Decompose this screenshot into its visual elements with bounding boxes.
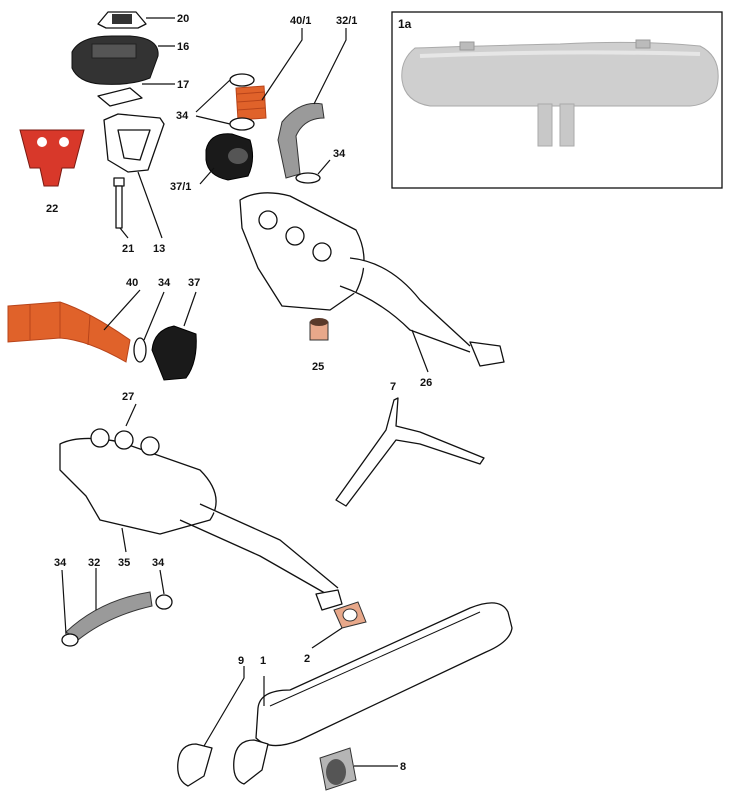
- callout-34b: 34: [333, 148, 346, 160]
- callout-21: 21: [122, 243, 134, 255]
- part-32-1-flex-hose: 32/1 34: [277, 15, 357, 184]
- part-35-heat-exchanger-left: 27 35: [59, 391, 343, 611]
- part-22-red-bracket: 22: [19, 129, 85, 215]
- callout-37-1: 37/1: [170, 181, 191, 193]
- inset-label: 1a: [398, 17, 412, 31]
- callout-17: 17: [177, 79, 189, 91]
- callout-34d: 34: [54, 557, 67, 569]
- part-37-black-elbow: 37: [151, 277, 200, 381]
- part-40-orange-hose: 40: [7, 277, 141, 363]
- callout-1: 1: [260, 655, 266, 667]
- callout-26: 26: [420, 377, 432, 389]
- callout-20: 20: [177, 13, 189, 25]
- callout-16: 16: [177, 41, 189, 53]
- part-21-bolt: 21: [113, 177, 134, 255]
- callout-34e: 34: [152, 557, 165, 569]
- callout-2: 2: [304, 653, 310, 665]
- callout-40-1: 40/1: [290, 15, 311, 27]
- callout-32-1: 32/1: [336, 15, 357, 27]
- part-26-heat-exchanger-right: 26: [239, 192, 505, 389]
- part-34-clamp-mid: 34: [133, 277, 171, 363]
- callout-8: 8: [400, 761, 406, 773]
- part-40-1-orange-hose: 40/1: [235, 15, 311, 121]
- callout-34a: 34: [176, 110, 189, 122]
- part-9-tailpipe: 9: [177, 655, 245, 787]
- callout-37: 37: [188, 277, 200, 289]
- callout-32: 32: [88, 557, 100, 569]
- callout-22: 22: [46, 203, 58, 215]
- part-25-nut: 25: [309, 318, 329, 373]
- part-34-clamps-upper: 34: [176, 73, 255, 131]
- part-2-gasket: 2: [304, 601, 367, 665]
- callout-34c: 34: [158, 277, 171, 289]
- callout-7: 7: [390, 381, 396, 393]
- callout-40: 40: [126, 277, 138, 289]
- part-7-bracket: 7: [335, 381, 485, 507]
- part-17-plate: 17: [97, 79, 189, 107]
- part-37-1-black-elbow: 37/1: [170, 133, 254, 193]
- muffler-1a-image: [401, 39, 719, 147]
- part-16-rubber-mount: 16: [71, 35, 189, 85]
- callout-9: 9: [238, 655, 244, 667]
- callout-13: 13: [153, 243, 165, 255]
- callout-27: 27: [122, 391, 134, 403]
- part-8-chrome-tip: 8: [319, 747, 406, 791]
- part-1-muffler: 1: [233, 602, 513, 785]
- callout-25: 25: [312, 361, 324, 373]
- inset-1a: 1a: [391, 11, 723, 189]
- callout-35: 35: [118, 557, 130, 569]
- part-13-mount-bracket: 13: [103, 113, 165, 255]
- part-32-flex-hose: 32 34 34: [54, 557, 173, 647]
- part-20-clamp: 20: [97, 11, 189, 29]
